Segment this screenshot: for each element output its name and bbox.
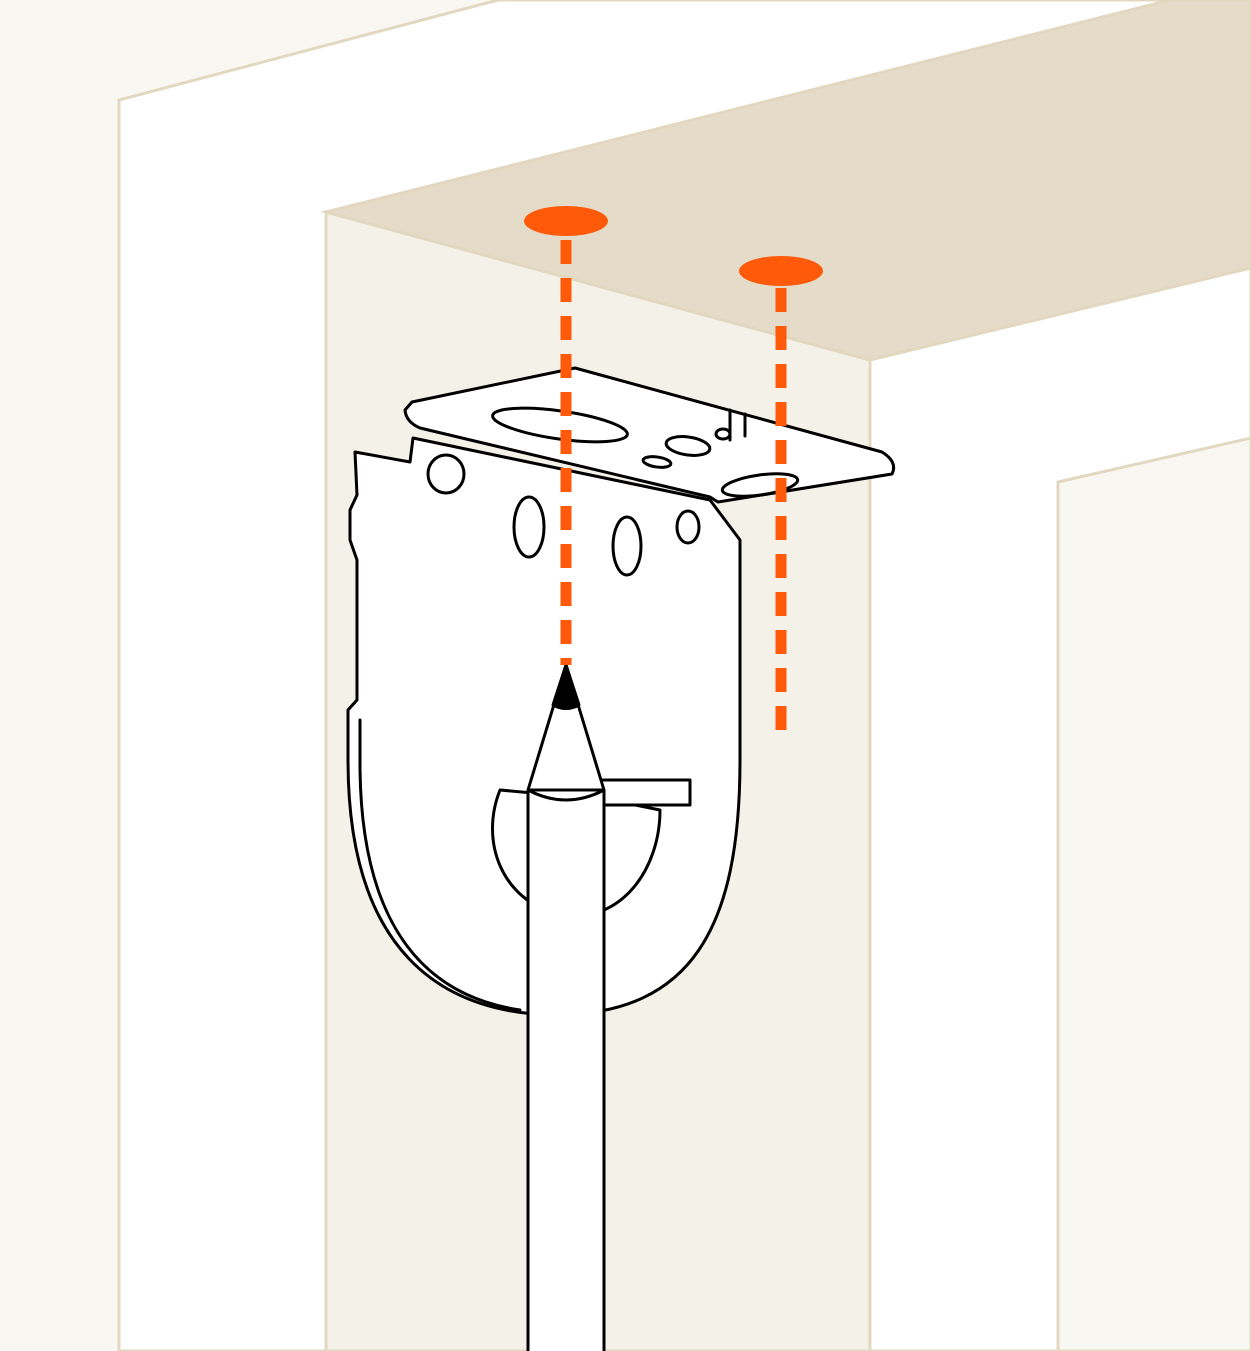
window-pane bbox=[1056, 436, 1251, 1351]
pencil-body bbox=[526, 788, 606, 1351]
pencil-ring bbox=[527, 788, 605, 802]
plate-hole-left bbox=[426, 453, 466, 495]
bracket-top-flange bbox=[403, 366, 896, 504]
flange-notch-hole bbox=[714, 427, 732, 441]
pencil-tip-wood bbox=[526, 663, 606, 792]
plate-slot-2 bbox=[611, 515, 643, 577]
bracket-tab bbox=[598, 778, 692, 807]
flange-hole bbox=[664, 435, 712, 457]
flange-hole-small bbox=[641, 455, 673, 469]
pencil-lead bbox=[551, 663, 581, 710]
plate-slot-1 bbox=[512, 495, 546, 559]
bracket-edge bbox=[358, 718, 522, 1012]
drill-mark-left bbox=[524, 206, 608, 236]
plate-hole-right bbox=[675, 509, 701, 545]
mounting-bracket-icon bbox=[346, 366, 896, 1017]
drill-mark-icon bbox=[524, 206, 823, 735]
drill-mark-right bbox=[739, 256, 823, 286]
pencil-icon bbox=[526, 663, 606, 1351]
